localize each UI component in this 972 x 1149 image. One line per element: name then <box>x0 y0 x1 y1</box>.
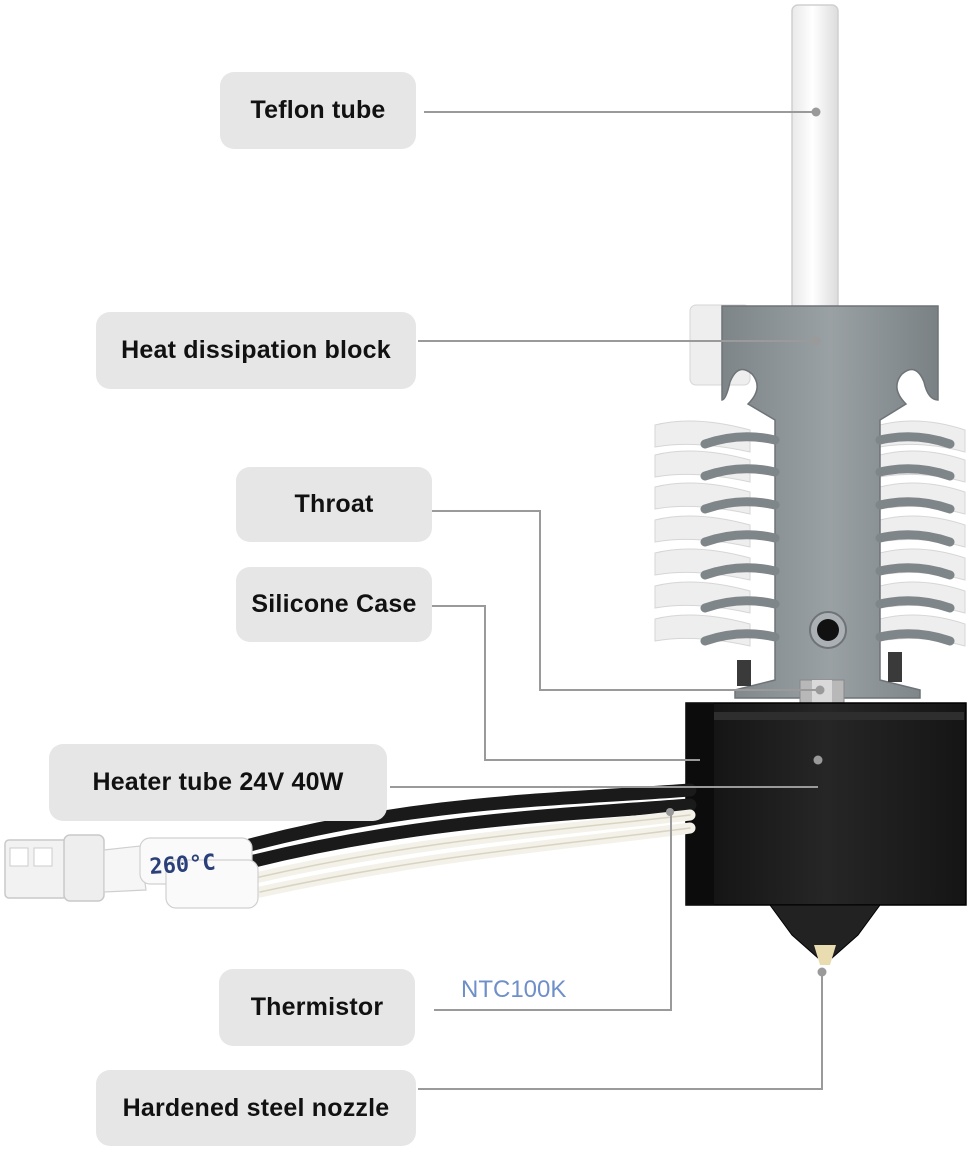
leader-thermistor <box>434 810 672 1011</box>
leader-lines <box>390 111 823 1090</box>
leader-nozzle <box>418 972 823 1090</box>
leader-throat <box>432 510 820 691</box>
heater-block-part <box>685 702 967 906</box>
teflon-tube-part <box>791 4 839 311</box>
label-teflon-tube: Teflon tube <box>220 72 416 149</box>
heater-wires <box>243 783 697 898</box>
leader-silicone-case <box>432 605 700 761</box>
leader-dots <box>666 107 827 977</box>
heat-dissipation-block-part <box>700 305 955 699</box>
connector-marking-text: 260°C <box>149 850 217 880</box>
label-thermistor: Thermistor <box>219 969 415 1046</box>
label-heat-dissipation-block: Heat dissipation block <box>96 312 416 389</box>
label-heater-tube: Heater tube 24V 40W <box>49 744 387 821</box>
label-hardened-steel-nozzle: Hardened steel nozzle <box>96 1070 416 1146</box>
label-silicone-case: Silicone Case <box>236 567 432 642</box>
nozzle-part <box>769 904 881 965</box>
label-throat: Throat <box>236 467 432 542</box>
connector-plug <box>4 834 259 909</box>
thermistor-spec-text: NTC100K <box>461 976 567 1003</box>
